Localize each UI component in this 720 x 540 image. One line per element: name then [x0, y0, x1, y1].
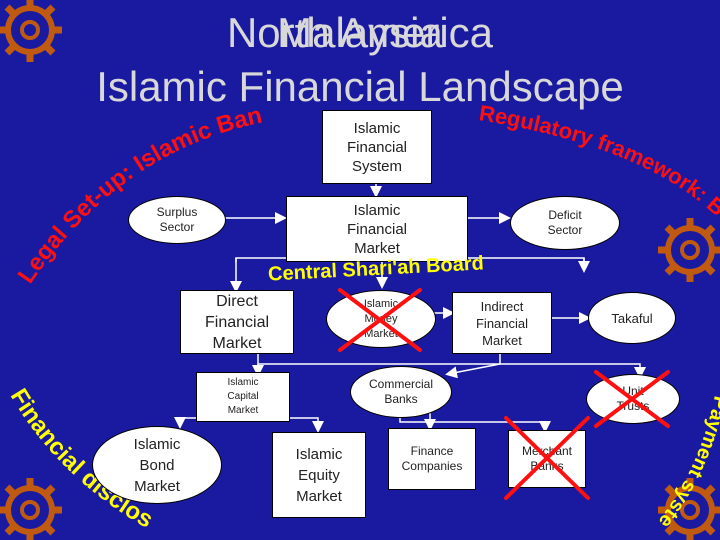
strike-merchant-banks-b — [504, 416, 590, 500]
node-label: Surplus Sector — [156, 205, 198, 234]
node-label: Direct Financial Market — [204, 292, 270, 352]
node-label: Islamic Equity Market — [295, 445, 343, 505]
node-islamic-financial-market: Islamic Financial Market — [286, 196, 468, 262]
node-islamic-bond-market: Islamic Bond Market — [92, 426, 222, 504]
title-overlay-malaysia: Malaysia — [277, 9, 443, 56]
strike-unit-trusts-b — [594, 370, 670, 428]
node-islamic-capital-market: Islamic Capital Market — [196, 372, 290, 422]
node-finance-companies: Finance Companies — [388, 428, 476, 490]
node-label: Takaful — [611, 310, 653, 326]
node-islamic-financial-system: Islamic Financial System — [322, 110, 432, 184]
strike-money-market-b — [338, 288, 422, 352]
node-label: Islamic Bond Market — [133, 435, 181, 495]
node-direct-financial-market: Direct Financial Market — [180, 290, 294, 354]
node-takaful: Takaful — [588, 292, 676, 344]
node-commercial-banks: Commercial Banks — [350, 366, 452, 418]
node-label: Finance Companies — [401, 444, 463, 473]
node-label: Commercial Banks — [368, 377, 433, 406]
node-label: Deficit Sector — [547, 208, 583, 237]
node-label: Indirect Financial Market — [475, 298, 529, 348]
node-islamic-equity-market: Islamic Equity Market — [272, 432, 366, 518]
page-title: Islamic Financial Landscape — [96, 63, 624, 110]
node-unit-trusts: Unit Trusts — [586, 374, 680, 424]
node-label: Islamic Capital Market — [227, 377, 259, 416]
node-surplus-sector: Surplus Sector — [128, 196, 226, 244]
node-label: Islamic Financial Market — [346, 201, 408, 257]
node-label: Islamic Financial System — [346, 119, 408, 175]
node-deficit-sector: Deficit Sector — [510, 196, 620, 250]
title-overlay-north-america: North America — [226, 9, 494, 56]
node-indirect-financial-market: Indirect Financial Market — [452, 292, 552, 354]
